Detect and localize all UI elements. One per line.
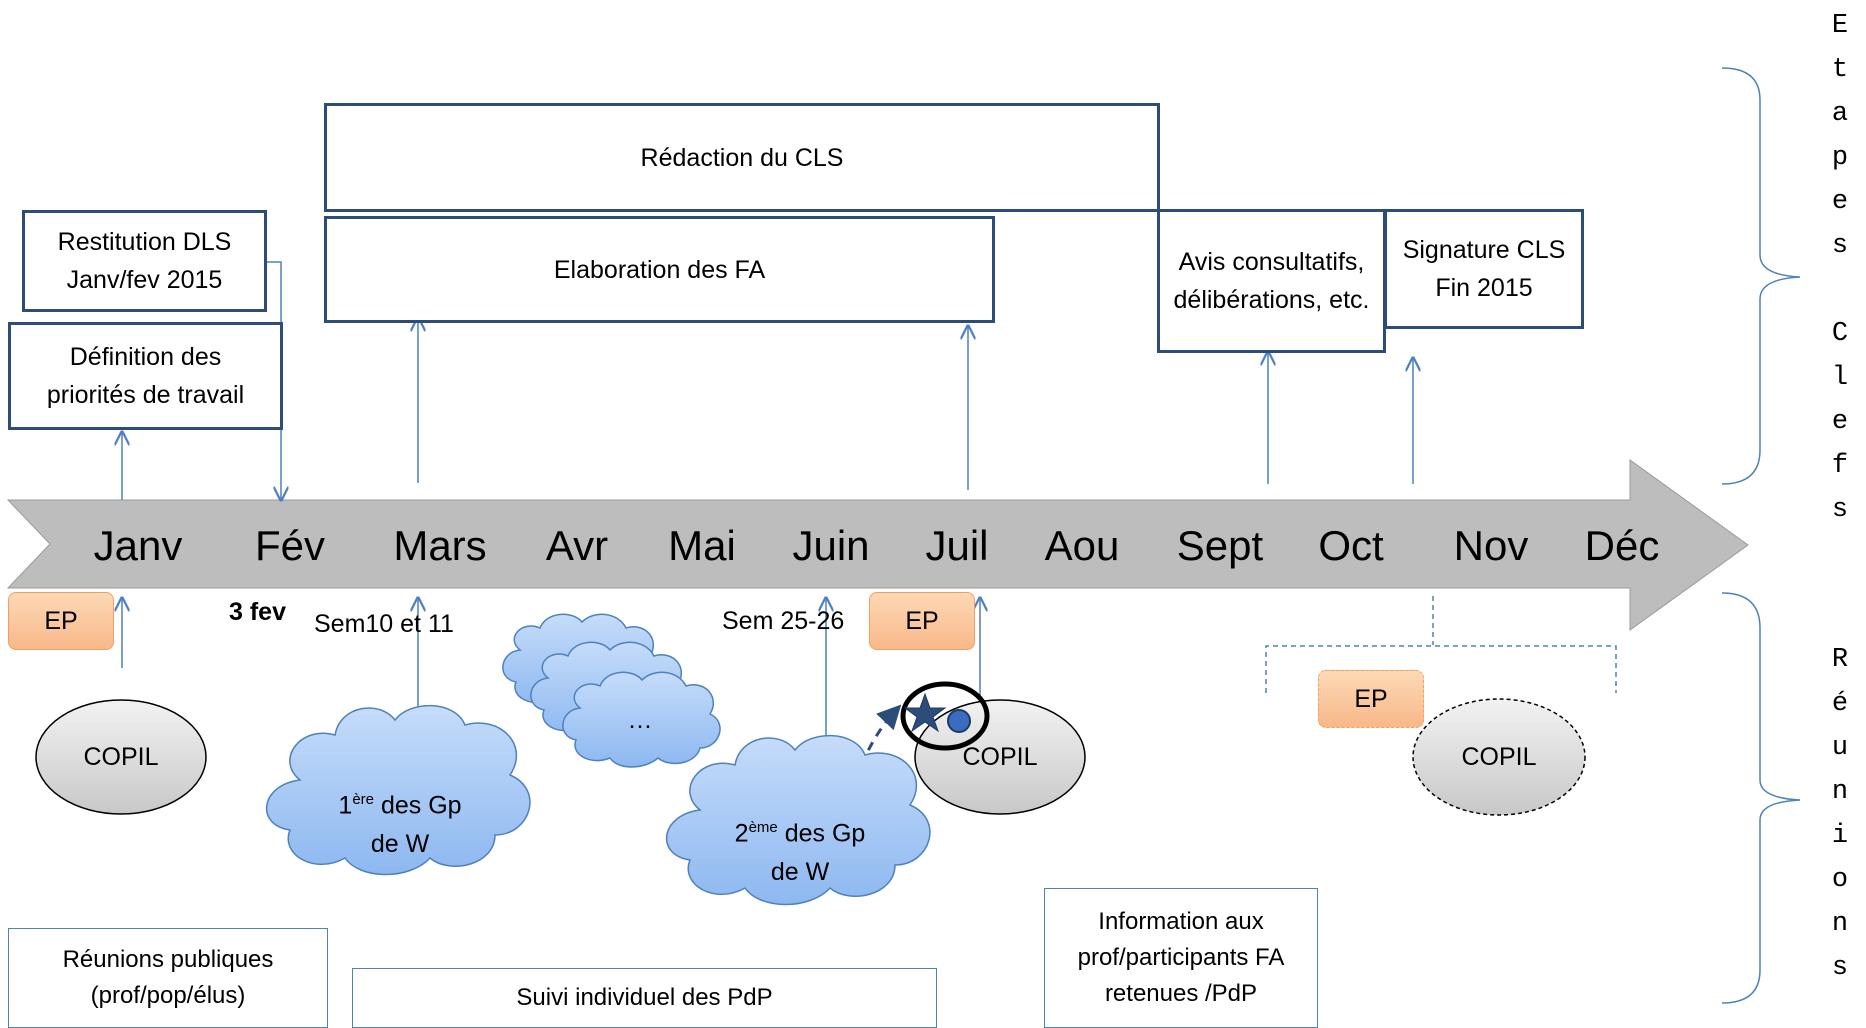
month-label: Déc [1584, 522, 1660, 569]
gp1-sup: ère [352, 791, 375, 809]
gp2-rest2: des Gp [777, 819, 866, 848]
side-label-char: f [1831, 451, 1849, 481]
month-label: Juin [792, 522, 870, 569]
copil-label: COPIL [83, 742, 159, 771]
side-label-char: p [1831, 143, 1849, 173]
side-label-char: s [1831, 231, 1849, 261]
gp2-sup: ème [748, 819, 778, 837]
reunions-brace [1721, 592, 1801, 1004]
information-box: Information aux prof/participants FA ret… [1044, 888, 1318, 1028]
side-label-char: n [1831, 909, 1849, 939]
highlight-circle [900, 681, 990, 751]
gp1-rest: des Gp [374, 791, 462, 820]
feb3-label: 3 fev [229, 598, 286, 626]
avis-box: Avis consultatifs, délibérations, etc. [1157, 209, 1386, 353]
side-label-char: s [1831, 495, 1849, 525]
copil-label: COPIL [962, 742, 1038, 771]
side-label-char: e [1831, 407, 1849, 437]
month-label: Juil [925, 522, 989, 569]
sem2526-label: Sem 25-26 [722, 607, 845, 635]
ep-badge: EP [869, 592, 975, 650]
side-label-char: i [1831, 821, 1849, 851]
gp2-label: 2ème des Gp de W [700, 808, 900, 892]
month-label: Fév [254, 522, 325, 569]
timeline-arrow [6, 459, 1749, 631]
gp1-label: 1ère des Gp de W [300, 780, 500, 864]
suivi-box: Suivi individuel des PdP [352, 968, 937, 1028]
definition-box: Définition des priorités de travail [8, 322, 283, 430]
elaboration-box: Elaboration des FA [324, 216, 995, 323]
side-label-char: é [1831, 689, 1849, 719]
month-label: Nov [1453, 522, 1529, 569]
side-label-char: R [1831, 645, 1849, 675]
cloud-stack [502, 613, 721, 768]
side-label-char: o [1831, 865, 1849, 895]
side-label-char: u [1831, 733, 1849, 763]
copil-oval-jan [35, 699, 207, 815]
month-label: Janv [93, 522, 183, 569]
dot-icon [947, 709, 971, 733]
etapes-brace [1721, 67, 1801, 485]
side-label-char: n [1831, 777, 1849, 807]
side-label-char: s [1831, 953, 1849, 983]
gp2-num: 2 [734, 819, 749, 848]
side-label-char: C [1831, 319, 1849, 349]
month-label: Mai [668, 522, 736, 569]
redaction-box: Rédaction du CLS [324, 103, 1160, 212]
month-label: Sept [1176, 522, 1264, 569]
nov-bracket [1265, 596, 1617, 693]
month-label: Avr [545, 522, 609, 569]
month-label: Mars [393, 522, 487, 569]
cloud-gp1 [265, 704, 531, 876]
star-icon [903, 692, 947, 733]
month-label: Oct [1318, 522, 1384, 569]
side-label-char: E [1831, 11, 1849, 41]
cloud-gp2 [665, 734, 931, 906]
ellipsis-label: … [627, 705, 653, 734]
restitution-box: Restitution DLS Janv/fev 2015 [22, 210, 267, 312]
reunions-publiques-box: Réunions publiques (prof/pop/élus) [8, 928, 328, 1028]
copil-label: COPIL [1461, 742, 1537, 771]
sem1011-label: Sem10 et 11 [314, 610, 454, 638]
side-label-char: a [1831, 99, 1849, 129]
signature-box: Signature CLS Fin 2015 [1384, 209, 1584, 329]
ep-badge: EP [1318, 670, 1424, 728]
gp1-line2: de W [370, 829, 430, 858]
gp1-num: 1 [338, 791, 353, 820]
side-label-char: e [1831, 187, 1849, 217]
gp2-line2: de W [770, 857, 830, 886]
ep-badge: EP [8, 592, 114, 650]
side-label-char: t [1831, 55, 1849, 85]
side-label-char: l [1831, 363, 1849, 393]
month-label: Aou [1044, 522, 1120, 569]
copil-oval-nov [1412, 698, 1586, 816]
